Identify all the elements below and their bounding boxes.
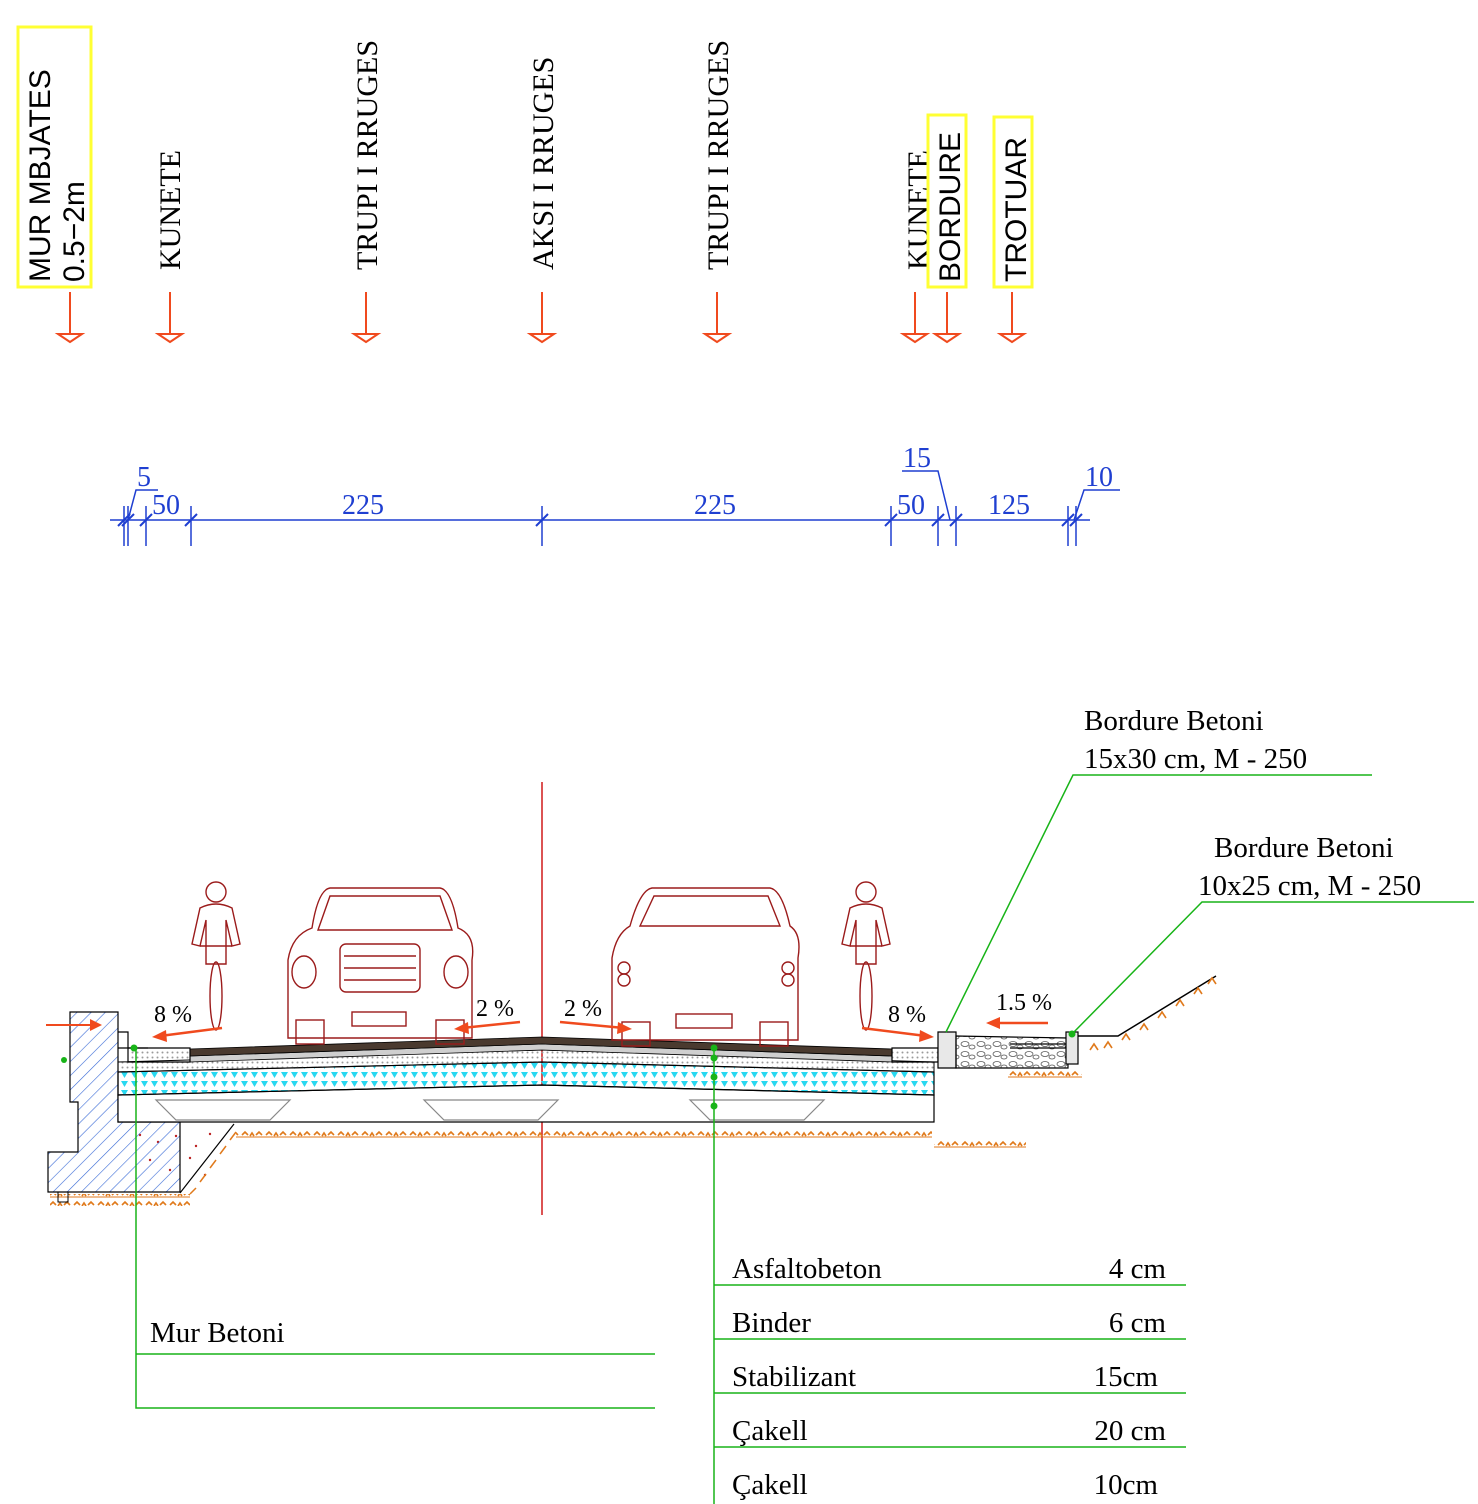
slope-right-2: 2 % [564,996,602,1022]
label-trupi-right: TRUPI I RRUGES [702,40,735,270]
dim-50-right: 50 [897,490,925,521]
arrow-right-icon [559,1020,632,1034]
layer-name: Binder [732,1307,811,1339]
arrow-down-icon [154,292,186,344]
callouts: Bordure Betoni 15x30 cm, M - 250 Bordure… [150,705,1421,1349]
cross-section [46,774,1474,1504]
mur-betoni-label: Mur Betoni [150,1317,285,1349]
vehicles [191,881,891,1047]
bordure1-spec: 15x30 cm, M - 250 [1084,743,1307,775]
bordure2-title: Bordure Betoni [1214,832,1394,864]
label-kunete-left: KUNETE [154,150,187,270]
car-icon [611,887,800,1047]
bordure2-spec: 10x25 cm, M - 250 [1198,870,1421,902]
layer-name: Çakell [732,1469,808,1501]
arrow-down-icon [350,292,382,344]
cyclist-icon [841,881,891,1031]
embankment-line [1078,975,1217,1037]
dim-15: 15 [903,443,931,474]
bordure-highlight [926,113,968,289]
layers-table: Asfaltobeton 4 cm Binder 6 cm Stabilizan… [714,1253,1186,1501]
dim-10: 10 [1085,462,1113,493]
label-bordure: BORDURE [934,132,967,282]
slope-labels: 8 % 2 % 2 % 8 % 1.5 % [154,990,1052,1028]
slope-left-2: 2 % [476,996,514,1022]
top-labels: MUR MBJATES 0.5−2m KUNETE TRUPI I RRUGES… [16,25,1034,289]
embankment-soil [1089,976,1217,1051]
label-mur-height: 0.5−2m [58,181,91,282]
arrow-left-icon [152,1026,223,1042]
layer-thickness: 15cm [1094,1361,1159,1393]
soil-left-foot [50,1194,190,1206]
arrow-down-icon [996,292,1028,344]
subgrade-soil [236,1128,932,1139]
layer-thickness: 4 cm [1109,1253,1167,1285]
dimension-line [110,470,1120,546]
arrow-down-icon [54,292,86,344]
top-arrows [54,292,1028,344]
sidewalk-fill [955,1035,1069,1069]
layer-thickness: 6 cm [1109,1307,1167,1339]
dimension-values: 5 50 225 225 15 50 125 10 [137,443,1113,521]
slope-right-8: 8 % [888,1002,926,1028]
gutter-right [891,1047,939,1063]
trotuar-highlight [992,115,1034,289]
soil-slope-left [189,1131,237,1195]
mur-betoni-leader [135,1046,655,1409]
label-aksi: AKSI I RRUGES [527,57,560,270]
bordure2-leader [1071,901,1474,1035]
drainage-trapezoids [154,1099,826,1121]
layer-name: Çakell [732,1415,808,1447]
arrow-right-icon [861,1026,934,1042]
dim-5: 5 [137,462,151,493]
arrow-down-icon [526,292,558,344]
arrow-left-icon [986,1017,1048,1029]
dim-225-left: 225 [342,490,384,521]
curb-15x30 [937,1031,957,1069]
layer-name: Asfaltobeton [732,1253,882,1285]
layer-thickness: 20 cm [1094,1415,1166,1447]
bordure1-leader [945,774,1372,1033]
dim-50-left: 50 [152,490,180,521]
slope-sidewalk: 1.5 % [996,990,1052,1016]
dim-225-right: 225 [694,490,736,521]
dim-125: 125 [988,490,1030,521]
label-trotuar: TROTUAR [1000,137,1033,282]
arrow-down-icon [899,292,931,344]
bordure1-title: Bordure Betoni [1084,705,1264,737]
arrow-down-icon [931,292,963,344]
arrow-left-icon [454,1020,521,1034]
label-mur-mbjates: MUR MBJATES [24,69,57,282]
layer-name: Stabilizant [732,1361,856,1393]
mur-mbjates-highlight [16,25,93,289]
layer-thickness: 10cm [1094,1469,1159,1501]
subgrade-soil-right [934,1138,1026,1148]
arrow-down-icon [701,292,733,344]
gutter-left [127,1047,191,1063]
car-icon [287,887,474,1045]
slope-left-8: 8 % [154,1002,192,1028]
arrow-right-icon [46,1019,102,1031]
label-kunete-right: KUNETE [902,150,935,270]
slope-arrows [152,1017,1048,1042]
cyclist-icon [191,881,241,1031]
label-trupi-left: TRUPI I RRUGES [351,40,384,270]
